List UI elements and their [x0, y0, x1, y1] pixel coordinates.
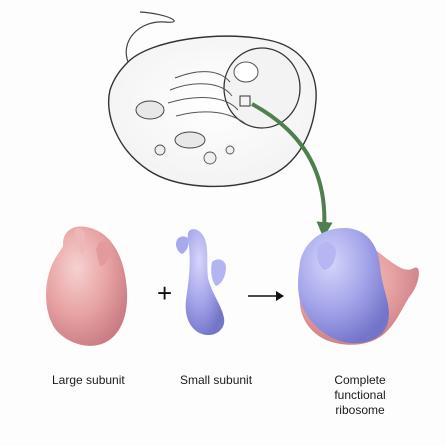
- complete-ribosome-label-line1: Complete: [334, 373, 386, 387]
- reaction-arrow: [248, 291, 284, 301]
- small-subunit-shape: [176, 229, 226, 336]
- large-subunit-label: Large subunit: [52, 373, 125, 387]
- complete-ribosome-label: Complete functional ribosome: [320, 373, 400, 418]
- complete-ribosome-shape: [298, 228, 419, 345]
- small-subunit-label: Small subunit: [180, 373, 253, 387]
- complete-ribosome-label-line2: functional: [334, 388, 386, 402]
- plus-operator: +: [157, 278, 173, 308]
- complete-ribosome-label-line3: ribosome: [335, 403, 385, 417]
- cell-illustration: [108, 11, 317, 188]
- large-subunit-shape: [46, 226, 128, 346]
- zoom-arrow: [251, 102, 333, 238]
